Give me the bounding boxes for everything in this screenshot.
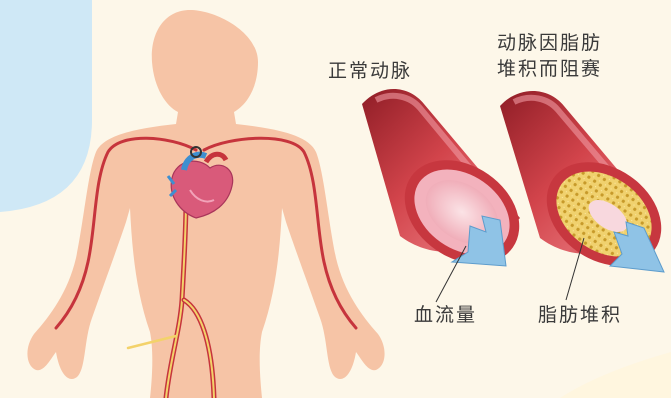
fat-buildup-label: 脂肪堆积	[538, 302, 622, 328]
normal-artery-label: 正常动脉	[328, 58, 412, 84]
blocked-artery-label-line1: 动脉因脂肪	[497, 30, 602, 56]
blocked-artery-label: 动脉因脂肪 堆积而阻赛	[497, 30, 602, 82]
blood-flow-label: 血流量	[414, 302, 477, 328]
blocked-artery-label-line2: 堆积而阻赛	[497, 56, 602, 82]
